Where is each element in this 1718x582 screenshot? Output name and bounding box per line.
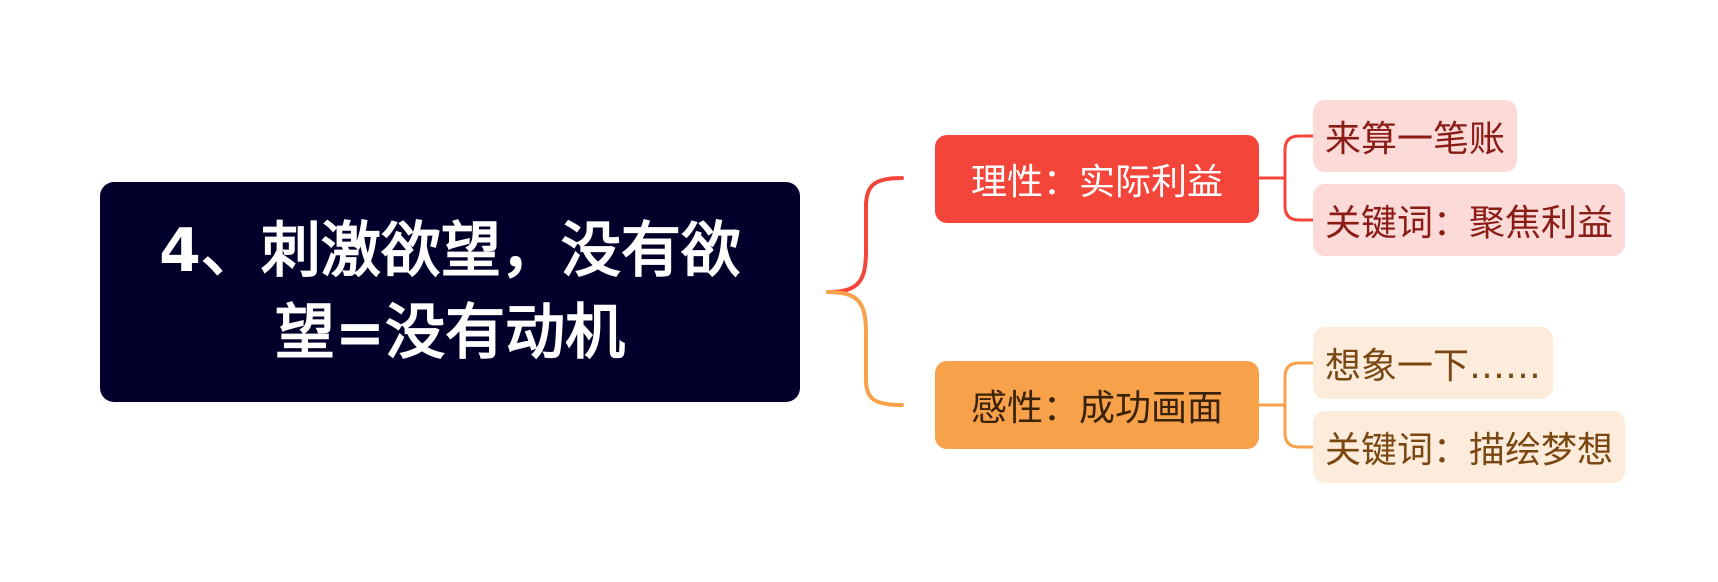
leaf-rational-1-label: 来算一笔账 bbox=[1325, 119, 1506, 160]
leaf-emotional-2[interactable]: 关键词：描绘梦想 bbox=[1313, 411, 1626, 483]
leaf-emotional-1[interactable]: 想象一下…… bbox=[1313, 327, 1554, 399]
connector-rational-to-leaf-2 bbox=[1283, 176, 1315, 222]
connector-root-to-emotional bbox=[826, 290, 904, 407]
branch-emotional[interactable]: 感性：成功画面 bbox=[935, 361, 1259, 449]
connector-emotional-to-leaf-1 bbox=[1257, 361, 1315, 407]
connector-root-to-rational bbox=[826, 176, 904, 294]
root-topic-label: 4、刺激欲望，没有欲望=没有动机 bbox=[159, 216, 741, 368]
connector-emotional-to-leaf-2 bbox=[1283, 403, 1315, 449]
leaf-rational-2-label: 关键词：聚焦利益 bbox=[1325, 203, 1614, 244]
leaf-emotional-1-label: 想象一下…… bbox=[1325, 346, 1542, 387]
root-topic[interactable]: 4、刺激欲望，没有欲望=没有动机 bbox=[100, 182, 800, 402]
leaf-rational-2[interactable]: 关键词：聚焦利益 bbox=[1313, 184, 1626, 256]
branch-rational[interactable]: 理性：实际利益 bbox=[935, 135, 1259, 223]
leaf-emotional-2-label: 关键词：描绘梦想 bbox=[1325, 430, 1614, 471]
leaf-rational-1[interactable]: 来算一笔账 bbox=[1313, 100, 1518, 172]
branch-emotional-label: 感性：成功画面 bbox=[970, 388, 1223, 429]
branch-rational-label: 理性：实际利益 bbox=[970, 162, 1223, 203]
connector-rational-to-leaf-1 bbox=[1257, 134, 1315, 180]
